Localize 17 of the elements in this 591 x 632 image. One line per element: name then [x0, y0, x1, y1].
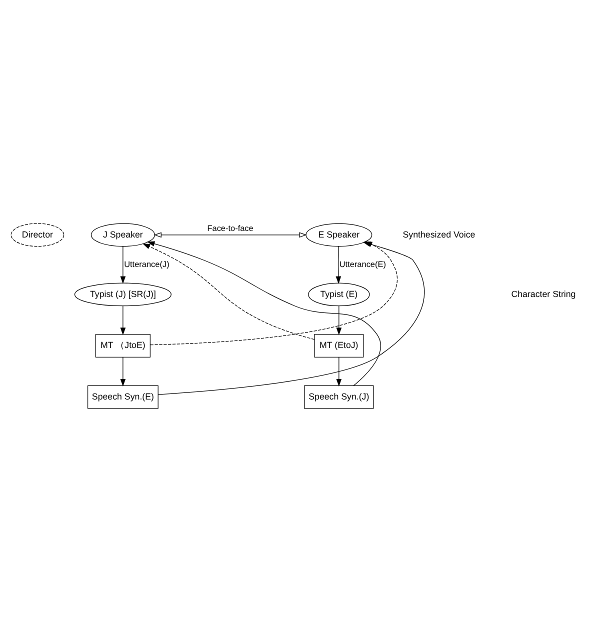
arrow [336, 356, 342, 387]
label: Synthesized Voice [402, 229, 476, 240]
node-box: Speech Syn.(E) [87, 385, 158, 409]
node-ellipse: Typist (E) [308, 282, 370, 306]
arrow [154, 232, 307, 238]
node-box: Speech Syn.(J) [304, 385, 374, 409]
arrow [120, 306, 126, 336]
node-ellipse: Typist (J) [SR(J)] [74, 282, 172, 306]
node-box: MT (EtoJ) [314, 334, 364, 358]
label: Character String [511, 288, 576, 299]
arrow [336, 306, 342, 336]
node-ellipse: Director [10, 223, 64, 247]
arrow [142, 243, 315, 340]
arrow [120, 246, 126, 284]
node-box: MT （JtoE) [95, 334, 150, 358]
arrow [336, 246, 342, 284]
arrow [120, 356, 126, 387]
